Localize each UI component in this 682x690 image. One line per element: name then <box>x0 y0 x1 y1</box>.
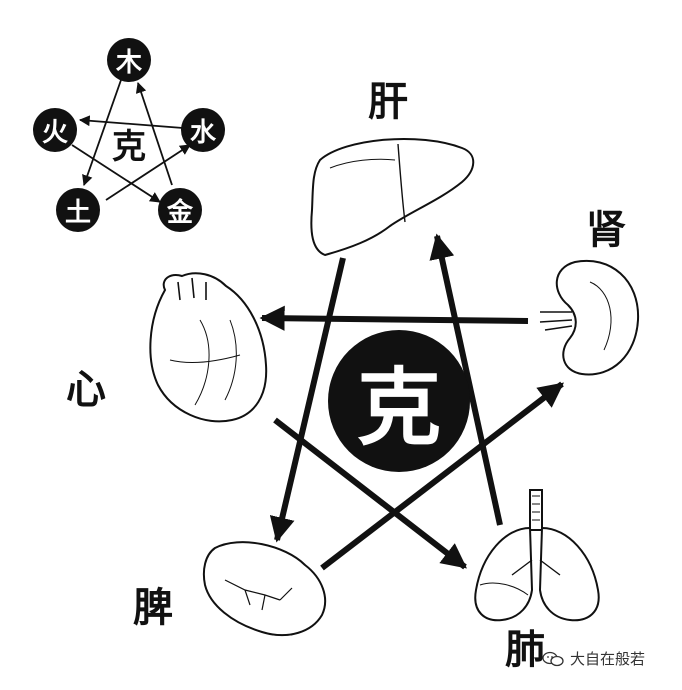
mini-node-metal: 金 <box>158 188 202 232</box>
spleen-illustration <box>202 541 327 637</box>
organ-label-kidney: 肾 <box>586 206 626 253</box>
arrow-spleen-kidney <box>320 381 564 571</box>
organ-label-heart: 心 <box>66 366 106 413</box>
mini-arrow-metal-wood <box>135 81 173 186</box>
mini-center-label: 克 <box>112 127 146 167</box>
main-arrows <box>259 233 564 571</box>
main-center-badge: 克 <box>328 330 470 472</box>
arrow-lung-liver <box>429 233 503 526</box>
watermark-text: 大自在般若 <box>570 650 646 668</box>
liver-illustration <box>310 137 475 257</box>
mini-node-earth-label: 土 <box>64 197 91 228</box>
heart-illustration <box>149 272 268 423</box>
organ-label-spleen: 脾 <box>133 584 173 631</box>
arrow-liver-spleen <box>269 257 346 543</box>
kidney-illustration <box>539 259 640 376</box>
mini-arrow-water-fire <box>78 115 184 129</box>
mini-node-water: 水 <box>181 108 225 152</box>
mini-arrow-fire-metal <box>71 144 161 203</box>
organ-label-lung: 肺 <box>505 626 545 673</box>
mini-arrows <box>71 79 191 203</box>
organ-label-liver: 肝 <box>368 78 408 125</box>
mini-arrow-earth-water <box>105 144 191 201</box>
mini-node-water-label: 水 <box>189 117 216 148</box>
arrow-kidney-heart <box>259 305 529 331</box>
lung-illustration <box>474 489 600 622</box>
wechat-icon <box>542 651 564 666</box>
arrow-heart-lung <box>273 417 467 570</box>
mini-node-wood: 木 <box>107 38 151 82</box>
mini-node-earth: 土 <box>56 188 100 232</box>
mini-node-metal-label: 金 <box>166 197 193 228</box>
mini-node-fire-label: 火 <box>41 117 68 148</box>
main-center-label: 克 <box>356 357 441 457</box>
mini-node-fire: 火 <box>33 108 77 152</box>
mini-node-wood-label: 木 <box>115 47 142 78</box>
watermark: 大自在般若 <box>542 648 645 669</box>
mini-arrow-wood-earth <box>82 79 122 187</box>
